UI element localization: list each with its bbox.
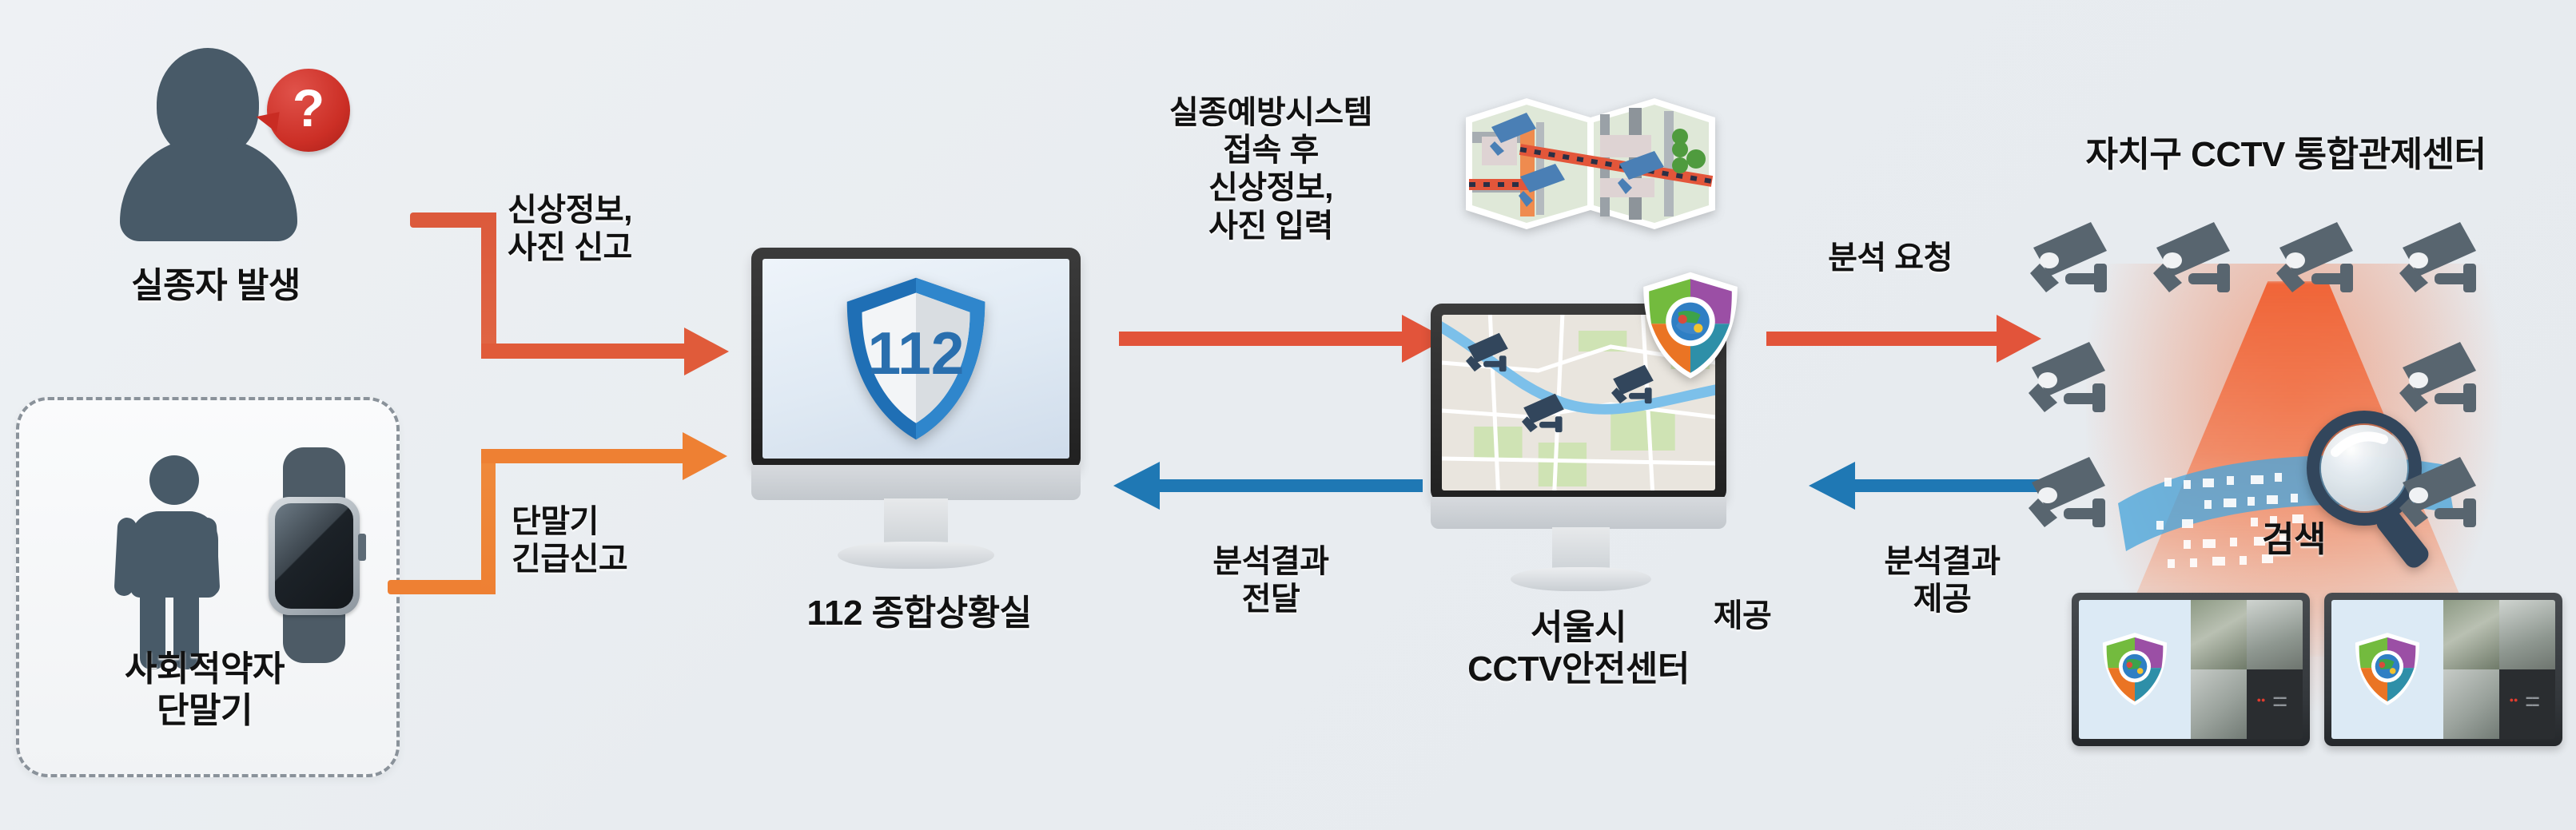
wall-monitor-right: ●● ▬▬▬▬: [2324, 593, 2562, 746]
node-vulnerable-device-label: 사회적약자 단말기: [125, 649, 285, 730]
edge-result-provide-label: 분석결과 제공: [1884, 544, 2001, 618]
node-seoul-cctv-center: [1431, 272, 1750, 591]
cctv-camera-icon: [2029, 342, 2105, 412]
cctv-camera-icon: [1522, 393, 1564, 433]
cctv-feed-tile: [2443, 600, 2499, 669]
wall-monitor-screen: ●● ▬▬▬▬: [2331, 600, 2555, 739]
node-112-situation-room-label: 112 종합상황실: [806, 594, 1032, 633]
node-missing-person-label: 실종자 발생: [131, 266, 301, 305]
arrow-head-icon: [1809, 462, 1855, 510]
person-silhouette-body-icon: [120, 137, 297, 241]
cctv-feed-tile: [2191, 669, 2247, 739]
cctv-feed-tile: [2499, 600, 2555, 669]
person-pictogram-icon: [113, 455, 252, 669]
folded-map-icon: [1466, 98, 1715, 229]
svg-text:112: 112: [868, 320, 965, 387]
arrow-head-icon: [1997, 315, 2041, 363]
magnifier-search-icon: [2307, 411, 2429, 568]
monitor-screen: 112: [762, 259, 1069, 459]
node-seoul-cctv-center-label: 서울시 CCTV안전센터: [1467, 608, 1690, 689]
cctv-camera-icon: [2399, 457, 2476, 527]
safety-center-shield-logo-icon: [1643, 272, 1738, 379]
monitor-chin: [1431, 497, 1726, 529]
cctv-camera-icon: [1466, 332, 1508, 372]
arrow-head-icon: [684, 328, 729, 375]
annotation-search-label: 검색: [2262, 520, 2326, 559]
edge-report-label: 신상정보, 사진 신고: [508, 193, 632, 266]
edge-emergency-label: 단말기 긴급신고: [512, 504, 628, 578]
cctv-camera-icon: [2276, 222, 2353, 292]
cctv-camera-icon: [2153, 222, 2230, 292]
safety-center-shield-logo-icon: [2355, 633, 2420, 705]
cctv-feed-tile: [2191, 600, 2247, 669]
monitor-neck: [884, 498, 948, 548]
shield-112-logo-icon: 112: [846, 277, 985, 440]
wall-monitor-screen: ●● ▬▬▬▬: [2079, 600, 2303, 739]
arrow-head-icon: [1113, 462, 1160, 510]
cctv-camera-icon: [1611, 364, 1654, 404]
question-bubble-icon: ?: [267, 69, 350, 152]
safety-center-shield-logo-icon: [2102, 633, 2168, 705]
smartwatch-icon: [254, 447, 374, 663]
wall-monitor-left: ●● ▬▬▬▬: [2072, 593, 2310, 746]
edge-analysis-request-label: 분석 요청: [1828, 240, 1953, 276]
cctv-camera-icon: [2399, 342, 2476, 412]
annotation-provide-label: 제공: [1713, 598, 1772, 633]
monitor-neck: [1552, 527, 1610, 572]
cctv-camera-icon: [2029, 457, 2105, 527]
cctv-feed-tile: [2247, 600, 2303, 669]
cctv-feed-tile: ●● ▬▬▬▬: [2247, 669, 2303, 739]
edge-result-deliver-label: 분석결과 전달: [1212, 544, 1329, 618]
monitor-frame: 112: [751, 248, 1081, 470]
monitor-base: [838, 542, 994, 569]
cctv-feed-tile: ●● ▬▬▬▬: [2499, 669, 2555, 739]
node-112-situation-room: 112: [743, 248, 1095, 569]
cctv-camera-icon: [2030, 222, 2107, 292]
monitor-chin: [751, 465, 1081, 500]
edge-system-input-label: 실종예방시스템 접속 후 신상정보, 사진 입력: [1169, 95, 1373, 244]
arrow-head-icon: [683, 432, 727, 480]
cctv-camera-icon: [2399, 222, 2476, 292]
monitor-base: [1511, 567, 1651, 591]
cctv-feed-tile: [2443, 669, 2499, 739]
district-center-title: 자치구 CCTV 통합관제센터: [2085, 135, 2486, 174]
node-missing-person: ?: [112, 48, 376, 256]
